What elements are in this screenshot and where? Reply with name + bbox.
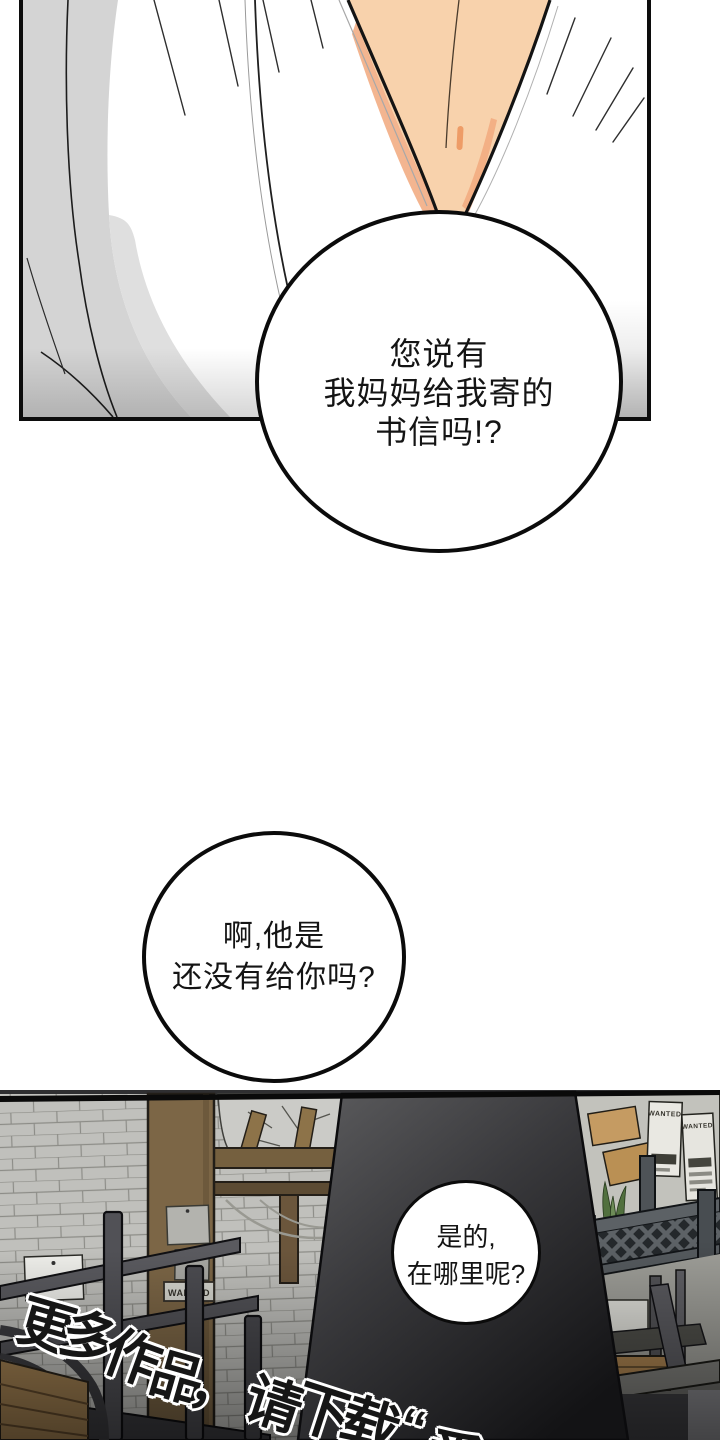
speech-bubble-top: 您说有 我妈妈给我寄的 书信吗!? [255, 210, 623, 553]
panel-top-art [23, 0, 647, 417]
bubble-line: 您说有 [389, 336, 489, 372]
wanted-poster-text-2: WANTED [682, 1122, 713, 1131]
bubble-line: 我妈妈给我寄的 [323, 375, 555, 411]
wanted-poster-text-1: WANTED [648, 1110, 682, 1118]
bubble-line: 是的, [436, 1221, 496, 1252]
panel-top [19, 0, 651, 421]
bubble-line: 还没有给你吗? [172, 961, 376, 994]
speech-bubble-middle: 啊,他是 还没有给你吗? [142, 831, 406, 1083]
panel-bottom-art: WANTED WANTED [0, 1090, 720, 1440]
torn-poster [165, 1204, 211, 1246]
panel-bottom: WANTED WANTED [0, 1090, 720, 1440]
bubble-line: 啊,他是 [222, 920, 326, 953]
speech-bubble-bottom: 是的, 在哪里呢? [391, 1180, 541, 1325]
wanted-poster-right-2: WANTED [681, 1112, 719, 1202]
bubble-line: 书信吗!? [375, 414, 503, 450]
bubble-line: 在哪里呢? [406, 1258, 526, 1289]
